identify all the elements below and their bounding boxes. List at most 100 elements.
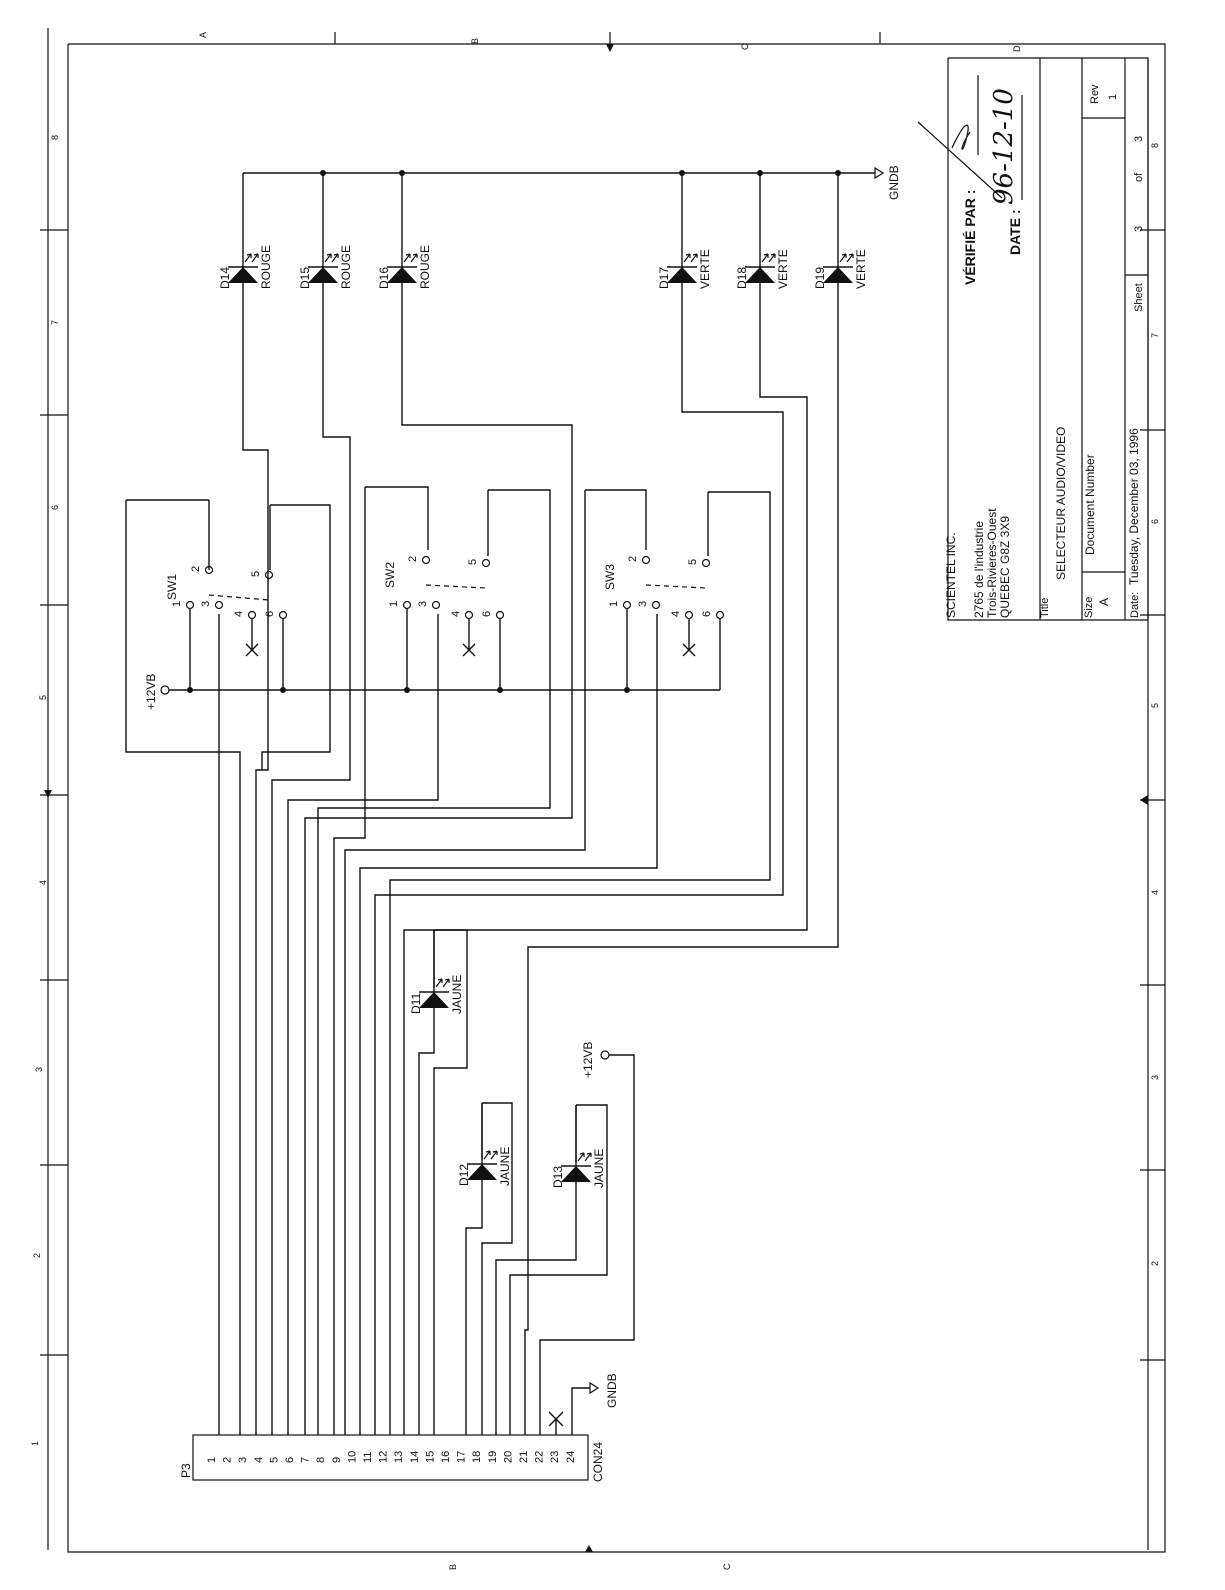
- title-block: SCIENTEL INC. 2765 de l'industrie Trois-…: [944, 57, 1149, 621]
- led-arrow: [490, 1150, 498, 1160]
- connector-pin-number: 14: [409, 1451, 421, 1463]
- gnd-bus: GNDB: [243, 165, 901, 200]
- led-color: VERTE: [854, 249, 868, 289]
- switch-pin-number: 6: [264, 611, 276, 617]
- size-value: A: [1097, 598, 1111, 606]
- led-arrow: [331, 253, 339, 263]
- switch-actuator: [425, 584, 487, 589]
- led-arrow: [584, 1152, 592, 1162]
- connector-pin-number: 20: [502, 1451, 514, 1463]
- sheet-border: [40, 28, 1166, 1553]
- led-triangle: [667, 267, 697, 283]
- led-ref: D12: [457, 1164, 471, 1186]
- led-color: JAUNE: [498, 1147, 512, 1186]
- switch-pin-number: 2: [627, 556, 639, 562]
- verifier-signature: [917, 121, 1003, 199]
- led-arrow: [690, 253, 698, 263]
- led-color: JAUNE: [592, 1149, 606, 1188]
- connector-pin-number: 4: [253, 1457, 265, 1463]
- led-arrow: [251, 253, 259, 263]
- verification-date-label: DATE :: [1007, 209, 1023, 255]
- switch-pin-number: 6: [701, 611, 713, 617]
- zone-top-a: A: [198, 32, 208, 38]
- connector-part: CON24: [591, 1442, 605, 1482]
- date-value: Tuesday, December 03, 1996: [1127, 428, 1141, 585]
- vcc-bus: +12VB: [144, 674, 720, 710]
- wires-switches: [125, 486, 771, 1435]
- switch-actuator: [645, 584, 707, 589]
- switch-pin: [651, 600, 661, 610]
- switch-pin-number: 1: [608, 601, 620, 607]
- switch-pin-number: 4: [233, 611, 245, 617]
- gnd-label-top: GNDB: [887, 165, 901, 200]
- switch-actuator: [208, 594, 270, 601]
- connector-pin-number: 7: [300, 1457, 312, 1463]
- switch-pin: [701, 558, 711, 568]
- connector-pin-number: 3: [237, 1457, 249, 1463]
- connector-pin-number: 2: [222, 1457, 234, 1463]
- zone-top-d: D: [1012, 45, 1022, 52]
- led-top-d15: D15 ROUGE: [298, 173, 353, 289]
- zone-bottom-b: B: [448, 1564, 458, 1570]
- connector-pin-number: 21: [518, 1451, 530, 1463]
- led-ref: D15: [298, 267, 312, 289]
- switch-ref: SW2: [383, 562, 397, 588]
- led-arrow: [324, 253, 332, 263]
- switch-pin: [421, 555, 431, 565]
- connector-pin-number: 1: [206, 1457, 218, 1463]
- size-label: Size: [1083, 597, 1095, 618]
- led-arrow: [483, 1150, 491, 1160]
- connector-pin-number: 11: [362, 1452, 374, 1463]
- switch-pin: [684, 610, 694, 620]
- title-label: Title: [1039, 598, 1051, 618]
- zone-left-2: 2: [32, 1253, 42, 1258]
- led-bottom-d12: D12 JAUNE: [457, 1103, 512, 1186]
- doc-number-label: Document Number: [1083, 454, 1097, 555]
- connector-pin-number: 10: [346, 1451, 358, 1463]
- switch-pin-number: 3: [637, 601, 649, 607]
- switch-pin: [278, 610, 288, 620]
- switch-pin-number: 5: [467, 559, 479, 565]
- switch-pin-number: 5: [687, 559, 699, 565]
- company-name: SCIENTEL INC.: [944, 532, 958, 618]
- zone-right-3: 3: [1150, 1075, 1160, 1080]
- led-arrow: [683, 253, 691, 263]
- led-arrow: [846, 253, 854, 263]
- led-color: ROUGE: [339, 245, 353, 289]
- wires-top-leds: [242, 285, 839, 1435]
- led-triangle: [387, 267, 417, 283]
- of-label: of: [1133, 172, 1145, 182]
- connector-pin-number: 5: [268, 1457, 280, 1463]
- switch-pin: [402, 600, 412, 610]
- connector-pin-number: 12: [378, 1451, 390, 1463]
- switch-pin: [214, 600, 224, 610]
- connector-pin-number: 8: [315, 1457, 327, 1463]
- led-triangle: [308, 267, 338, 283]
- sheet-number: 3: [1133, 226, 1145, 232]
- led-arrow: [244, 253, 252, 263]
- led-triangle: [561, 1166, 591, 1182]
- led-color: ROUGE: [418, 245, 432, 289]
- switch-pin-number: 4: [670, 611, 682, 617]
- zone-left-6: 6: [50, 505, 60, 510]
- led-ref: D18: [735, 267, 749, 289]
- connector-pin-number: 19: [487, 1451, 499, 1463]
- date-label: Date:: [1129, 592, 1141, 618]
- led-arrow: [435, 978, 443, 988]
- zone-top-b: B: [470, 38, 480, 44]
- sheet-total: 3: [1133, 136, 1145, 142]
- switch-pin-number: 1: [171, 601, 183, 607]
- zone-left-7: 7: [50, 320, 60, 325]
- address-line1: 2765 de l'industrie: [972, 521, 986, 618]
- switch-pin-number: 3: [417, 601, 429, 607]
- switch-ref: SW3: [603, 564, 617, 590]
